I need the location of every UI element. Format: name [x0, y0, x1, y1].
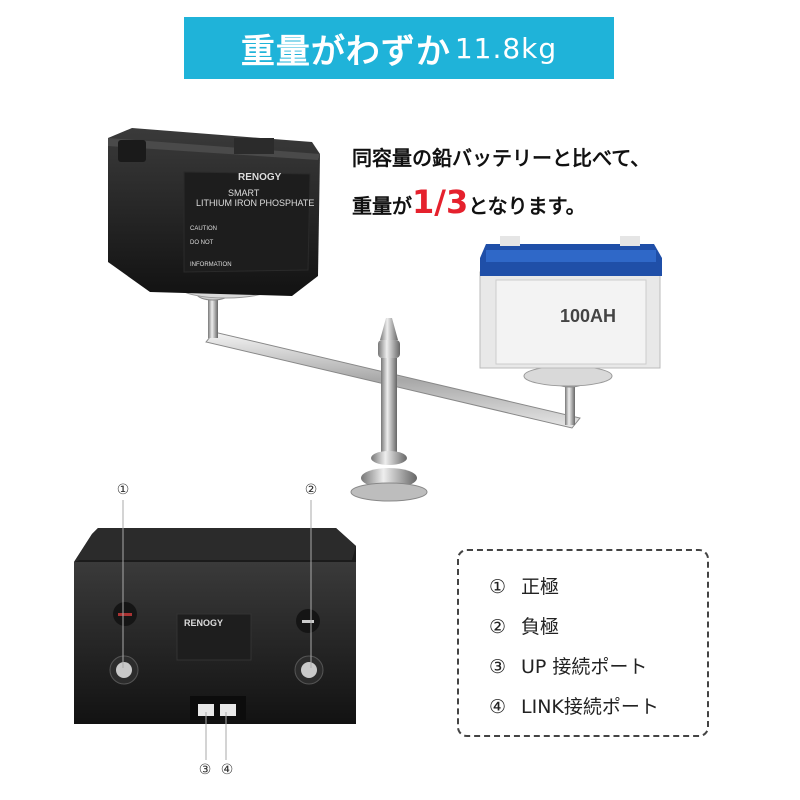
legend-label: LINK接続ポート: [521, 696, 659, 718]
weight-ratio: 1/3: [412, 183, 469, 221]
legend-item-negative: ② 負極: [489, 607, 707, 647]
title-main: 重量がわずか: [240, 31, 451, 72]
title-banner: 重量がわずか 11.8kg: [184, 17, 614, 79]
terminal-legend: ① 正極 ② 負極 ③ UP 接続ポート ④ LINK接続ポート: [457, 549, 709, 737]
legend-label: 負極: [521, 616, 560, 638]
legend-num: ③: [489, 656, 507, 678]
comparison-suffix: となります。: [468, 194, 586, 218]
title-weight: 11.8kg: [454, 31, 558, 65]
legend-item-positive: ① 正極: [489, 567, 707, 607]
legend-num: ①: [489, 576, 507, 598]
balance-scale: [180, 277, 613, 502]
callout-3: ③: [198, 762, 212, 778]
callout-2: ②: [304, 482, 318, 498]
lithium-battery-line2: LITHIUM IRON PHOSPHATE: [196, 198, 315, 208]
lithium-battery-caution: CAUTION: [190, 226, 217, 232]
legend-item-up-port: ③ UP 接続ポート: [489, 647, 707, 687]
callout-1: ①: [116, 482, 130, 498]
comparison-line1: 同容量の鉛バッテリーと比べて、: [352, 146, 651, 170]
lithium-battery-line1: SMART: [228, 188, 260, 198]
callout-4: ④: [220, 762, 234, 778]
lithium-battery-brand: RENOGY: [238, 172, 282, 183]
comparison-prefix: 重量が: [352, 194, 412, 218]
legend-item-link-port: ④ LINK接続ポート: [489, 687, 707, 727]
lithium-battery: [108, 128, 320, 296]
battery-front-view: [74, 500, 356, 760]
legend-num: ②: [489, 616, 507, 638]
lithium-battery-information: INFORMATION: [190, 262, 232, 268]
lead-battery-capacity: 100AH: [560, 306, 617, 326]
legend-label: UP 接続ポート: [521, 656, 648, 678]
front-view-brand: RENOGY: [184, 618, 224, 628]
comparison-text: 同容量の鉛バッテリーと比べて、 重量が1/3となります。: [352, 136, 772, 228]
legend-label: 正極: [521, 576, 560, 598]
comparison-line2: 重量が1/3となります。: [352, 180, 772, 228]
lead-acid-battery: [479, 236, 662, 369]
legend-num: ④: [489, 696, 507, 718]
lithium-battery-do-not: DO NOT: [190, 240, 214, 246]
